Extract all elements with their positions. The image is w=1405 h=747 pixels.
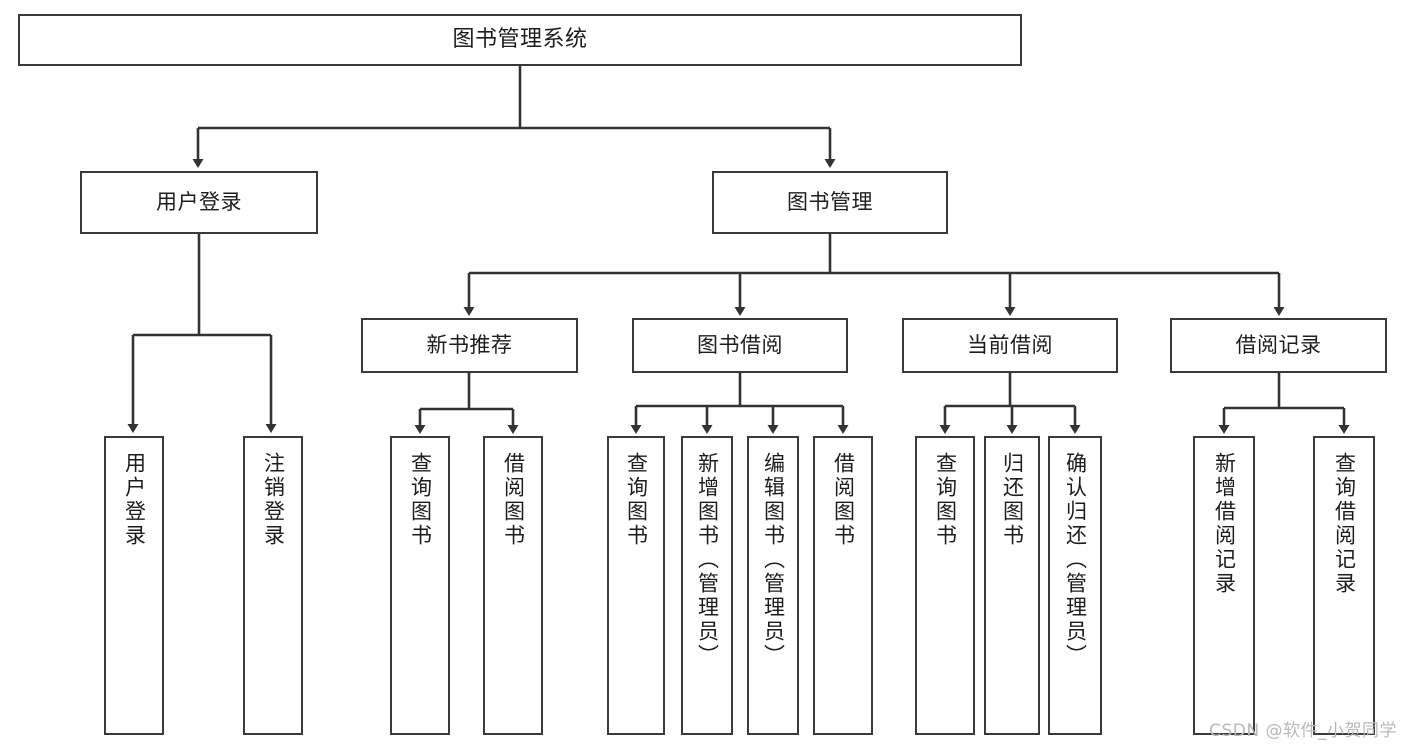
node-label: 图书管理 xyxy=(787,190,873,215)
node-book-borrow[interactable]: 图书借阅 xyxy=(632,318,848,373)
node-label: 用户登录 xyxy=(122,452,147,548)
node-leaf-return-books[interactable]: 归还图书 xyxy=(984,436,1040,735)
node-label: 用户登录 xyxy=(156,190,242,215)
node-label: 图书借阅 xyxy=(697,333,783,358)
node-new-book-recommend[interactable]: 新书推荐 xyxy=(361,318,578,373)
node-leaf-borrow-books[interactable]: 借阅图书 xyxy=(813,436,873,735)
node-leaf-add-book-admin[interactable]: 新增图书（管理员） xyxy=(681,436,733,735)
node-label: 查询图书 xyxy=(408,452,433,548)
node-label: 查询借阅记录 xyxy=(1332,452,1357,596)
node-leaf-query-books-recommend[interactable]: 查询图书 xyxy=(390,436,450,735)
node-leaf-borrow-books-recommend[interactable]: 借阅图书 xyxy=(483,436,543,735)
node-label: 新增借阅记录 xyxy=(1212,452,1237,596)
node-label: 编辑图书（管理员） xyxy=(761,452,786,668)
node-label: 新书推荐 xyxy=(426,333,513,358)
node-label: 确认归还（管理员） xyxy=(1063,452,1088,668)
node-label: 归还图书 xyxy=(1000,452,1025,548)
node-label: 图书管理系统 xyxy=(452,27,588,53)
node-label: 借阅记录 xyxy=(1235,333,1322,358)
node-label: 注销登录 xyxy=(261,452,286,548)
node-borrow-records[interactable]: 借阅记录 xyxy=(1170,318,1387,373)
node-leaf-add-borrow-record[interactable]: 新增借阅记录 xyxy=(1193,436,1255,735)
node-leaf-user-login[interactable]: 用户登录 xyxy=(104,436,164,735)
node-leaf-query-borrow-record[interactable]: 查询借阅记录 xyxy=(1313,436,1375,735)
node-user-login[interactable]: 用户登录 xyxy=(80,171,318,234)
node-label: 新增图书（管理员） xyxy=(695,452,720,668)
node-root-system[interactable]: 图书管理系统 xyxy=(18,14,1022,66)
node-leaf-logout[interactable]: 注销登录 xyxy=(243,436,303,735)
node-leaf-query-books-borrow[interactable]: 查询图书 xyxy=(607,436,665,735)
node-current-borrow[interactable]: 当前借阅 xyxy=(902,318,1118,373)
node-leaf-query-books-current[interactable]: 查询图书 xyxy=(915,436,975,735)
node-label: 查询图书 xyxy=(624,452,649,548)
node-label: 当前借阅 xyxy=(967,333,1053,358)
watermark-text: CSDN @软件_小贺同学 xyxy=(1209,721,1397,741)
node-leaf-edit-book-admin[interactable]: 编辑图书（管理员） xyxy=(747,436,799,735)
node-leaf-confirm-return-admin[interactable]: 确认归还（管理员） xyxy=(1048,436,1102,735)
node-label: 查询图书 xyxy=(933,452,958,548)
node-book-management[interactable]: 图书管理 xyxy=(712,171,948,234)
node-label: 借阅图书 xyxy=(501,452,526,548)
node-label: 借阅图书 xyxy=(831,452,856,548)
